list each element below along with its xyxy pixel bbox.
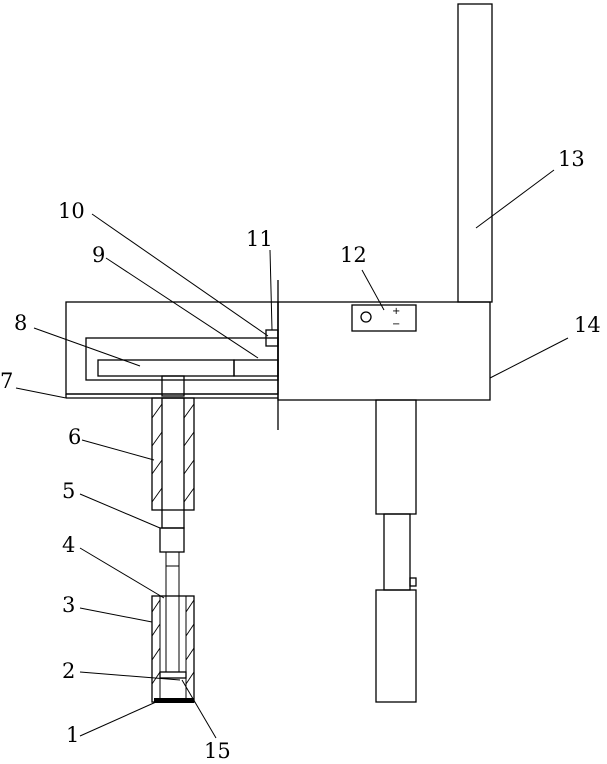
label-13: 13 [558,147,585,171]
label-6: 6 [68,425,81,449]
minus-symbol: − [392,319,400,330]
label-12: 12 [340,243,367,267]
switch-knob-icon [361,312,371,322]
plus-symbol: + [392,306,400,317]
part-labels: 1 2 3 4 5 6 7 8 9 10 11 12 13 14 15 [0,147,601,763]
connecting-bar [234,360,278,376]
label-3: 3 [62,593,75,617]
label-2: 2 [62,659,75,683]
base-plate [154,698,194,703]
horizontal-slider [98,360,234,376]
right-leg [376,400,416,702]
label-14: 14 [574,313,601,337]
main-housing [278,302,490,400]
label-7: 7 [0,369,13,393]
screw-sleeve [152,398,194,510]
label-10: 10 [58,199,85,223]
thin-shaft [166,552,179,600]
left-frame [66,302,278,394]
label-9: 9 [92,243,105,267]
label-4: 4 [62,533,75,557]
label-1: 1 [66,723,79,747]
lower-cylinder [152,596,194,702]
label-11: 11 [246,227,273,251]
vertical-post [458,4,492,302]
lead-screw-rod [160,376,184,552]
switch-panel: + − [352,305,416,331]
label-8: 8 [14,311,27,335]
label-15: 15 [204,739,231,763]
label-5: 5 [62,479,75,503]
inner-cap [160,672,186,678]
